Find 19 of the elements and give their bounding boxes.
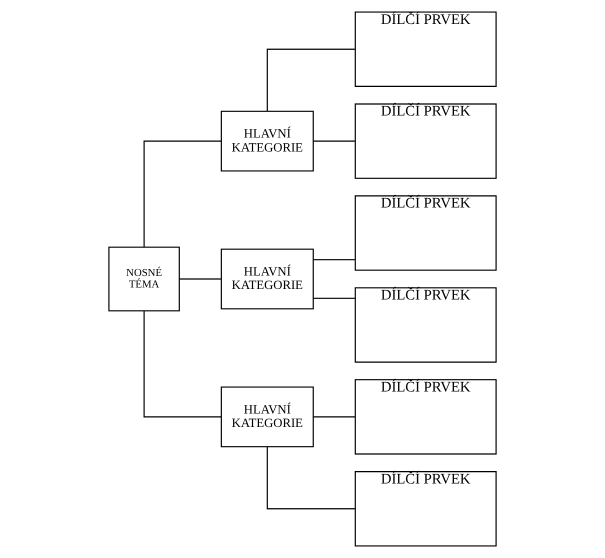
node-box: HLAVNÍ KATEGORIE bbox=[220, 110, 314, 172]
connector bbox=[314, 298, 356, 299]
node-box: DÍLČÍ PRVEK bbox=[354, 195, 497, 271]
node-box: DÍLČÍ PRVEK bbox=[354, 103, 497, 179]
node-box: HLAVNÍ KATEGORIE bbox=[220, 248, 314, 310]
connector bbox=[314, 140, 356, 142]
node-box: DÍLČÍ PRVEK bbox=[354, 471, 497, 546]
connector bbox=[314, 416, 356, 418]
connector bbox=[179, 278, 221, 280]
connector bbox=[144, 140, 222, 248]
connector bbox=[266, 48, 355, 112]
node-box: DÍLČÍ PRVEK bbox=[354, 12, 497, 87]
node-box: HLAVNÍ KATEGORIE bbox=[220, 386, 314, 448]
connector bbox=[314, 259, 356, 260]
node-box: DÍLČÍ PRVEK bbox=[354, 287, 497, 363]
node-box: NOSNÉ TÉMA bbox=[108, 246, 180, 312]
connector bbox=[144, 310, 222, 418]
node-box: DÍLČÍ PRVEK bbox=[354, 379, 497, 455]
connector bbox=[266, 446, 355, 510]
